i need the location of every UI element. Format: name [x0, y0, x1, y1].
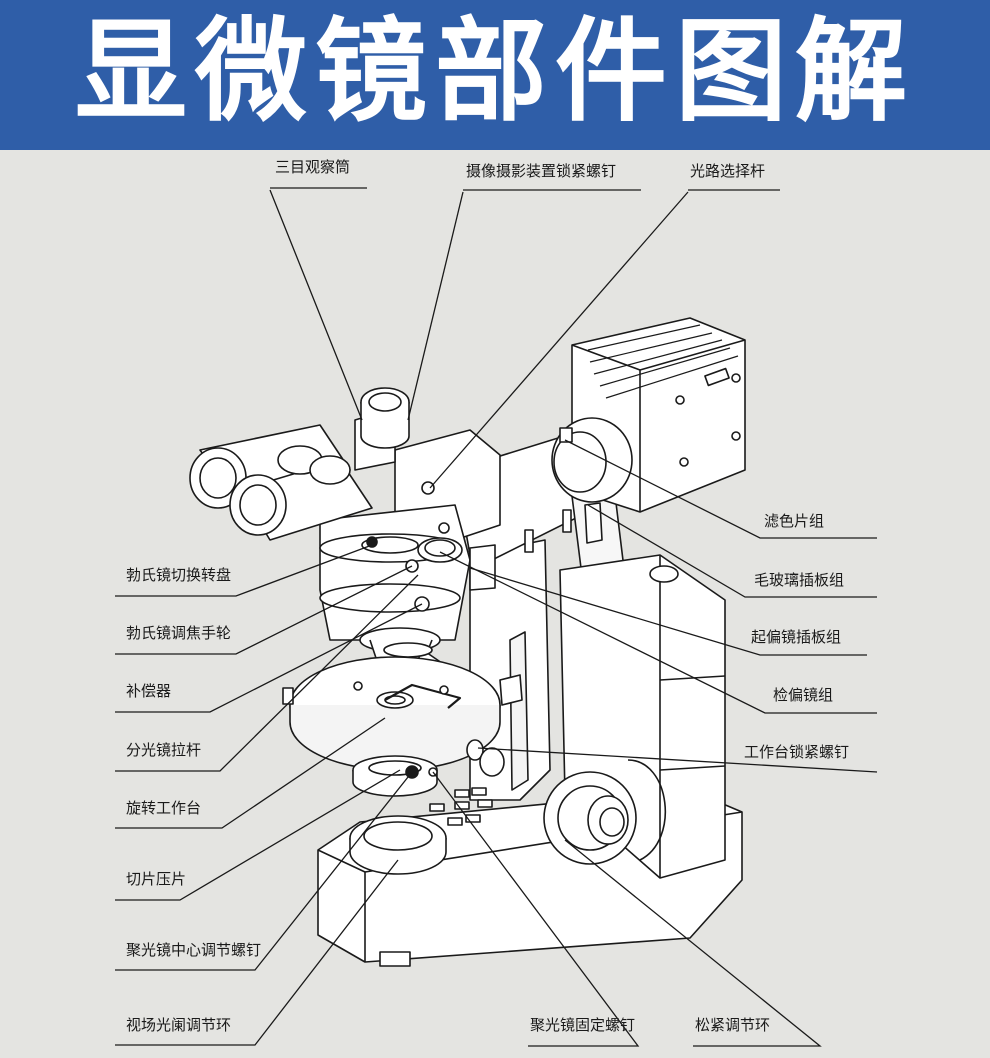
label-stage-lock-screw: 工作台锁紧螺钉	[744, 745, 849, 760]
label-analyzer-set: 检偏镜组	[773, 688, 833, 703]
label-bertrand-focus-wheel: 勃氏镜调焦手轮	[126, 626, 231, 641]
label-slide-clip: 切片压片	[126, 872, 186, 887]
label-light-path-lever: 光路选择杆	[690, 164, 765, 179]
label-condenser-fix-screw: 聚光镜固定螺钉	[530, 1018, 635, 1033]
label-condenser-center-screw: 聚光镜中心调节螺钉	[126, 943, 261, 958]
label-bertrand-turret: 勃氏镜切换转盘	[126, 568, 231, 583]
label-beam-splitter-lever: 分光镜拉杆	[126, 743, 201, 758]
label-polarizer-slider: 起偏镜插板组	[751, 630, 841, 645]
label-field-diaphragm-ring: 视场光阑调节环	[126, 1018, 231, 1033]
label-compensator: 补偿器	[126, 684, 171, 699]
label-ground-glass-slider: 毛玻璃插板组	[754, 573, 844, 588]
label-trinocular-tube: 三目观察筒	[275, 160, 350, 175]
label-filter-set: 滤色片组	[764, 514, 824, 529]
label-camera-lock-screw: 摄像摄影装置锁紧螺钉	[466, 164, 616, 179]
label-rotating-stage: 旋转工作台	[126, 801, 201, 816]
label-tension-ring: 松紧调节环	[695, 1018, 770, 1033]
